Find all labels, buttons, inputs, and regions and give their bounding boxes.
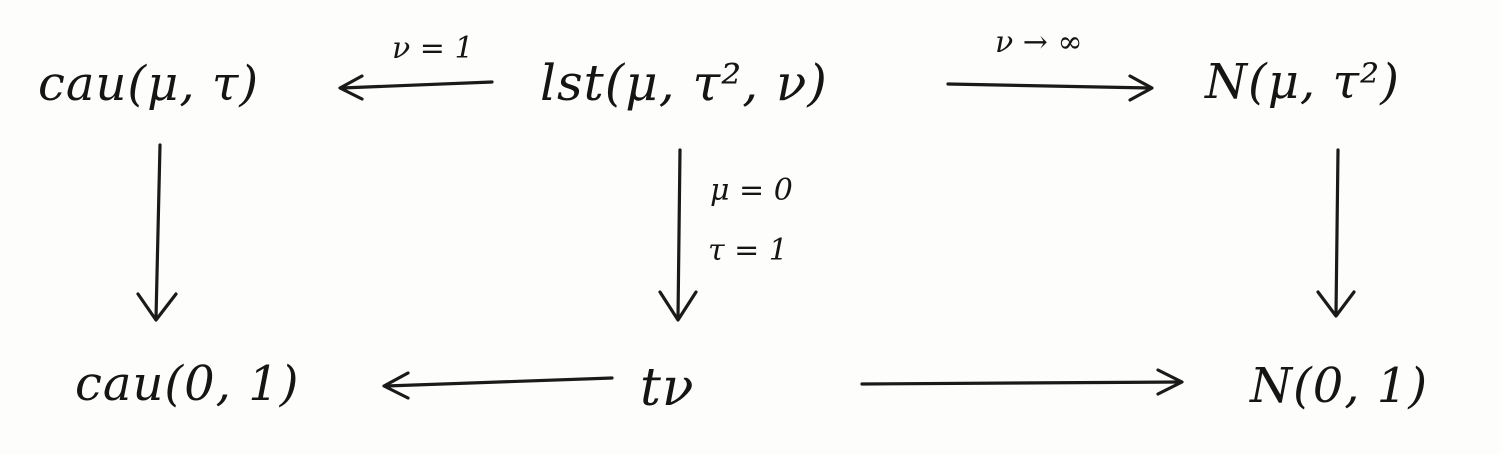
node-cauchy: cau(μ, τ): [38, 56, 260, 112]
node-normal: N(μ, τ²): [1205, 54, 1400, 110]
edge-label-nu-equals-1: ν = 1: [392, 31, 474, 66]
arrow-tnu-to-cau01: [382, 371, 614, 400]
edge-label-nu-to-infinity: ν → ∞: [995, 25, 1083, 60]
edge-label-tau-equals-1: τ = 1: [708, 233, 788, 268]
arrow-normal-to-n01: [1316, 148, 1356, 318]
arrow-lst-to-cau: [338, 74, 494, 101]
arrow-tnu-to-n01: [860, 368, 1184, 396]
edge-label-mu-equals-0: μ = 0: [710, 173, 793, 208]
arrow-cau-to-cau01: [136, 143, 178, 322]
node-normal-standard: N(0, 1): [1250, 358, 1429, 414]
node-cauchy-standard: cau(0, 1): [75, 356, 300, 412]
arrow-lst-to-tnu: [658, 148, 698, 322]
node-lst: lst(μ, τ², ν): [540, 54, 828, 112]
arrow-lst-to-normal: [946, 74, 1154, 102]
node-t-nu: tν: [640, 358, 695, 418]
